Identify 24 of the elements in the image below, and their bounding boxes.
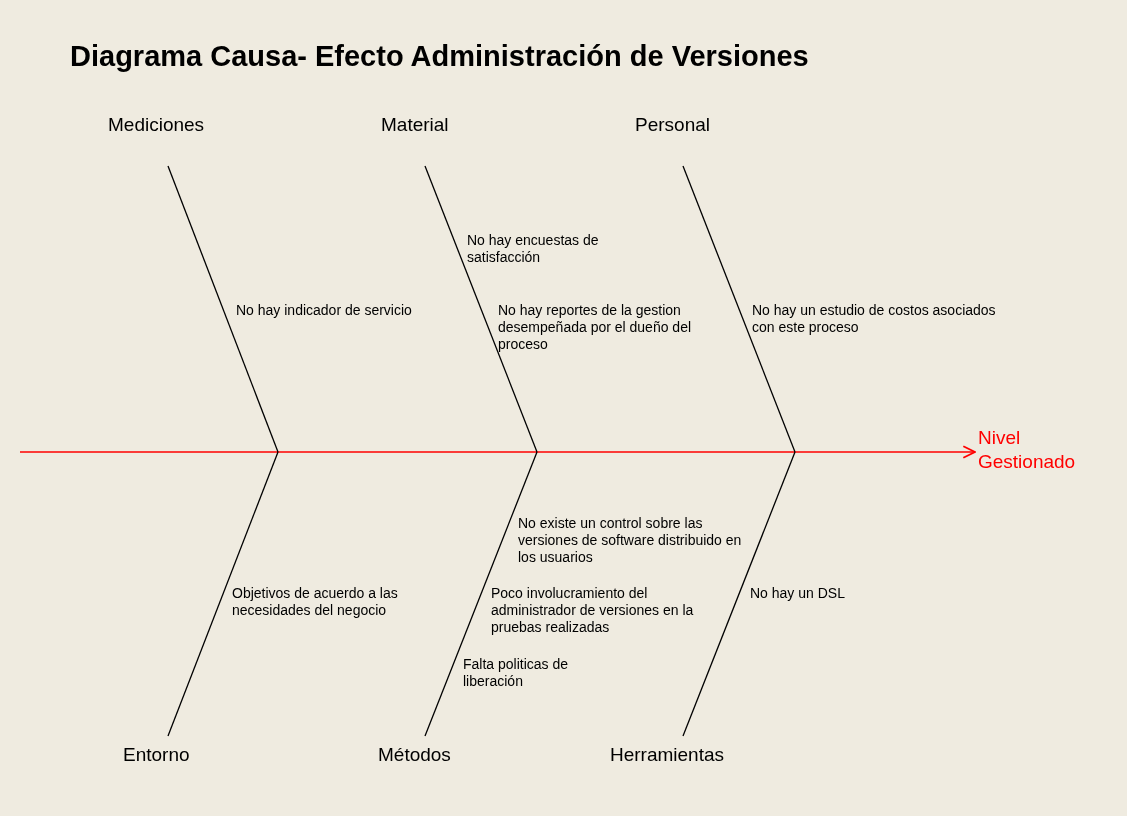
cause-text: No hay reportes de la gestion desempeñada por el dueño del proceso (498, 302, 693, 353)
cause-text: Falta politicas de liberación (463, 656, 570, 690)
cause-text: No hay encuestas de satisfacción (467, 232, 600, 266)
spine-arrow (19, 445, 976, 459)
fishbone-rib (167, 451, 279, 737)
cause-text: No hay indicador de servicio (236, 302, 413, 319)
category-label: Entorno (123, 744, 190, 766)
fishbone-rib (424, 451, 538, 737)
fishbone-rib (167, 165, 279, 453)
effect-label: Nivel Gestionado (978, 426, 1098, 474)
category-label: Métodos (378, 744, 451, 766)
category-label: Mediciones (108, 114, 205, 136)
category-label: Material (381, 114, 449, 136)
cause-text: No existe un control sobre las versiones de software distribuido en los usuarios (518, 515, 743, 566)
cause-text: Poco involucramiento del administrador de versiones en la pruebas realizadas (491, 585, 695, 636)
category-label: Personal (635, 114, 710, 136)
cause-text: No hay un DSL (750, 585, 846, 602)
diagram-title: Diagrama Causa- Efecto Administración de Versiones (70, 40, 809, 73)
cause-text: Objetivos de acuerdo a las necesidades del negocio (232, 585, 399, 619)
fishbone-rib (424, 165, 538, 453)
fishbone-rib (682, 165, 796, 453)
cause-text: No hay un estudio de costos asociados con este proceso (752, 302, 997, 336)
category-label: Herramientas (610, 744, 725, 766)
fishbone-rib (682, 451, 796, 737)
